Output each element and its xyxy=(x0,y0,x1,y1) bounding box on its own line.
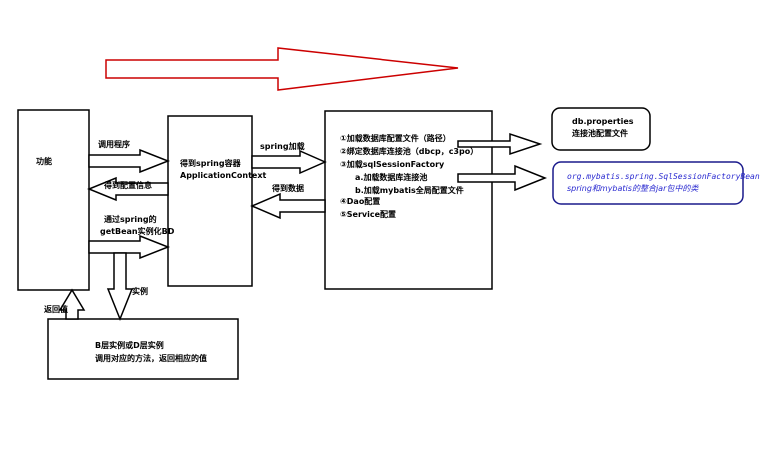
mybatis-bean-line2: spring和mybatis的整合jar包中的类 xyxy=(567,184,699,193)
edge-label-spring-load: spring加载 xyxy=(260,142,305,151)
db-properties-line1: db.properties xyxy=(572,117,634,126)
mybatis-bean-box xyxy=(552,161,744,205)
db-properties-line2: 连接池配置文件 xyxy=(572,129,628,138)
edge-label-get-config: 得到配置信息 xyxy=(104,181,152,190)
arrow-instance xyxy=(106,252,134,322)
config-item-3: ③加载sqlSessionFactory xyxy=(340,160,445,169)
spring-container-box xyxy=(167,115,253,287)
edge-label-getbean-1: 通过spring的 xyxy=(104,215,157,224)
arrow-spring-load xyxy=(251,149,327,175)
bd-instance-line1: B层实例或D层实例 xyxy=(95,341,164,350)
edge-label-instance: 实例 xyxy=(132,287,148,296)
arrow-get-data xyxy=(250,192,326,220)
top-red-arrow xyxy=(105,47,459,91)
arrow-to-mybatis-bean xyxy=(457,164,548,192)
bd-instance-line2: 调用对应的方法，返回相应的值 xyxy=(95,354,207,363)
spring-container-line1: 得到spring容器 xyxy=(180,159,241,168)
config-item-4: ④Dao配置 xyxy=(340,197,381,206)
arrow-call-program xyxy=(88,148,171,174)
function-box xyxy=(17,109,90,291)
arrow-get-config xyxy=(87,176,169,202)
arrow-getbean xyxy=(88,234,171,260)
spring-container-line2: ApplicationContext xyxy=(180,171,267,180)
edge-label-return-value: 返回值 xyxy=(44,305,68,314)
arrow-to-db-properties xyxy=(457,132,543,156)
config-item-1: ①加载数据库配置文件（路径） xyxy=(340,134,451,143)
edge-label-getbean-2: getBean实例化BD xyxy=(100,227,175,236)
edge-label-get-data: 得到数据 xyxy=(272,184,304,193)
config-item-3b: b.加载mybatis全局配置文件 xyxy=(355,186,464,195)
config-item-2: ②绑定数据库连接池（dbcp，c3po） xyxy=(340,147,479,156)
db-properties-box xyxy=(551,107,651,151)
arrow-return-value xyxy=(58,288,86,320)
config-item-3a: a.加载数据库连接池 xyxy=(355,173,428,182)
function-label: 功能 xyxy=(36,157,52,166)
mybatis-bean-line1: org.mybatis.spring.SqlSessionFactoryBean xyxy=(567,172,760,181)
bd-instance-box xyxy=(47,318,239,380)
config-item-5: ⑤Service配置 xyxy=(340,210,397,219)
edge-label-call-program: 调用程序 xyxy=(98,140,130,149)
